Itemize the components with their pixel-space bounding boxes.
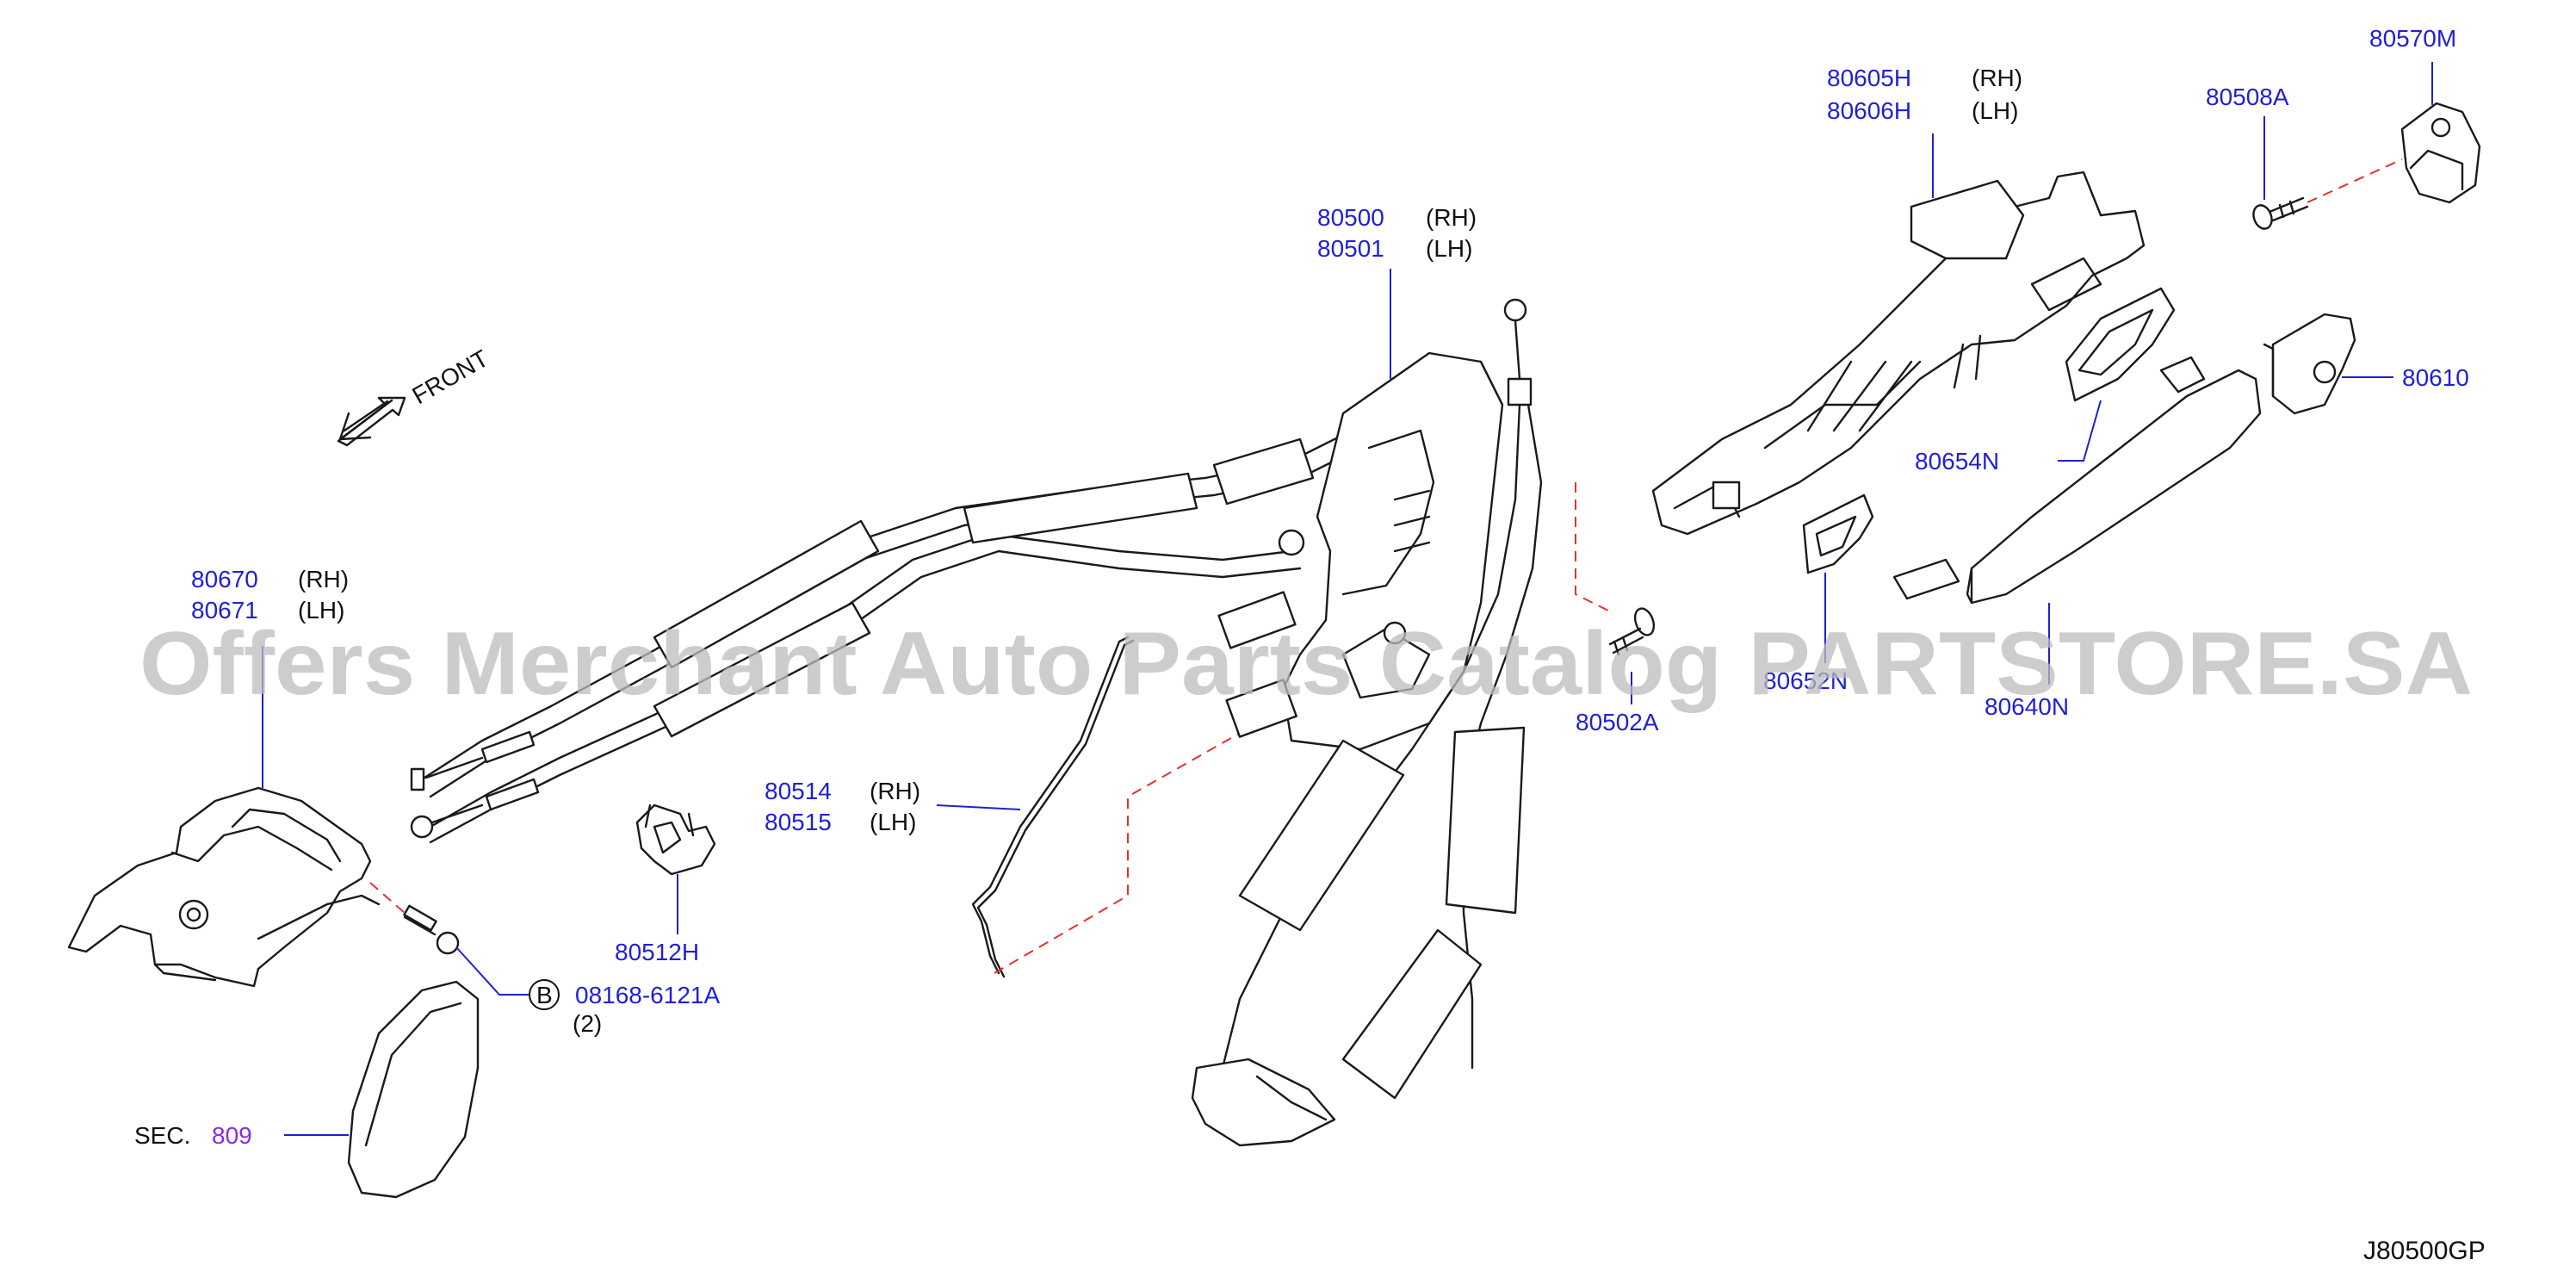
rod-drawing bbox=[971, 636, 1135, 978]
escutcheon-drawing bbox=[347, 980, 480, 1199]
part-number-80652N: 80652N bbox=[1763, 667, 1848, 694]
diagram-code: J80500GP bbox=[2363, 1237, 2486, 1265]
part-number-80606H: 80606H bbox=[1827, 97, 1911, 124]
part-number-80570M: 80570M bbox=[2369, 25, 2456, 52]
callout-80514: 80514 (RH) 80515 (LH) bbox=[765, 778, 920, 835]
callout-80500: 80500 (RH) 80501 (LH) bbox=[1317, 204, 1477, 262]
part-number-80610: 80610 bbox=[2402, 364, 2469, 391]
section-number: 809 bbox=[212, 1122, 252, 1149]
part-number-80501: 80501 bbox=[1317, 235, 1384, 262]
front-label: FRONT bbox=[408, 344, 493, 409]
part-number-80670: 80670 bbox=[191, 566, 258, 592]
outside-handle-drawing bbox=[1892, 356, 2262, 605]
section-prefix: SEC. bbox=[134, 1122, 190, 1149]
side-rh-80605H: (RH) bbox=[1972, 65, 2022, 91]
side-rh-80500: (RH) bbox=[1426, 204, 1477, 231]
part-number-80512H: 80512H bbox=[615, 939, 699, 965]
part-number-80514: 80514 bbox=[765, 778, 832, 804]
screw-80508A-drawing bbox=[2252, 196, 2309, 230]
bolt-quantity: (2) bbox=[573, 1010, 602, 1037]
part-number-80654N: 80654N bbox=[1915, 448, 1999, 475]
bracket-80570M-drawing bbox=[2400, 102, 2481, 204]
gasket-80654N-drawing bbox=[2065, 287, 2176, 402]
side-rh-80670: (RH) bbox=[298, 566, 349, 592]
dash-guide-80508A bbox=[2307, 158, 2403, 203]
bolt-marker: B bbox=[536, 982, 553, 1008]
callout-section: SEC. 809 bbox=[134, 1122, 252, 1149]
part-number-80515: 80515 bbox=[765, 809, 832, 835]
callout-80605H: 80605H (RH) 80606H (LH) bbox=[1827, 65, 2022, 124]
part-number-80605H: 80605H bbox=[1827, 65, 1911, 91]
inside-handle-drawing bbox=[67, 786, 381, 988]
part-number-80500: 80500 bbox=[1317, 204, 1384, 231]
gasket-80652N-drawing bbox=[1802, 493, 1874, 574]
side-lh-80606H: (LH) bbox=[1972, 97, 2018, 124]
callout-bolt: B 08168-6121A (2) bbox=[529, 979, 720, 1037]
clip-drawing bbox=[635, 803, 716, 876]
bolt-marker-circle bbox=[529, 979, 560, 1010]
dash-guide-bolt bbox=[369, 882, 406, 914]
door-lock-drawing bbox=[1217, 351, 1504, 751]
part-number-80640N: 80640N bbox=[1985, 693, 2069, 720]
bolt-drawing bbox=[403, 904, 460, 955]
screw-80502A-drawing bbox=[1608, 607, 1656, 656]
front-arrow-icon bbox=[337, 396, 406, 447]
key-cylinder-cap-drawing bbox=[2263, 313, 2356, 415]
part-number-80502A: 80502A bbox=[1576, 709, 1659, 735]
loop-cable-drawing bbox=[1191, 298, 1543, 1147]
watermark: Offers Merchant Auto Parts Catalog PARTS… bbox=[139, 614, 2473, 714]
side-lh-80501: (LH) bbox=[1426, 235, 1472, 262]
side-rh-80514: (RH) bbox=[870, 778, 920, 804]
leader-80514 bbox=[936, 804, 1021, 810]
leader-bolt bbox=[455, 946, 529, 996]
side-lh-80671: (LH) bbox=[298, 597, 344, 623]
part-number-80671: 80671 bbox=[191, 597, 258, 623]
cable-assembly-drawing bbox=[410, 425, 1362, 844]
part-number-08168-6121A: 08168-6121A bbox=[575, 982, 720, 1008]
leader-80654N bbox=[2058, 400, 2102, 462]
dash-guide-lock bbox=[1575, 482, 1611, 612]
part-number-80508A: 80508A bbox=[2206, 84, 2289, 110]
callout-80670: 80670 (RH) 80671 (LH) bbox=[191, 566, 349, 623]
side-lh-80515: (LH) bbox=[870, 809, 916, 835]
outside-handle-bracket-drawing bbox=[1651, 171, 2146, 536]
